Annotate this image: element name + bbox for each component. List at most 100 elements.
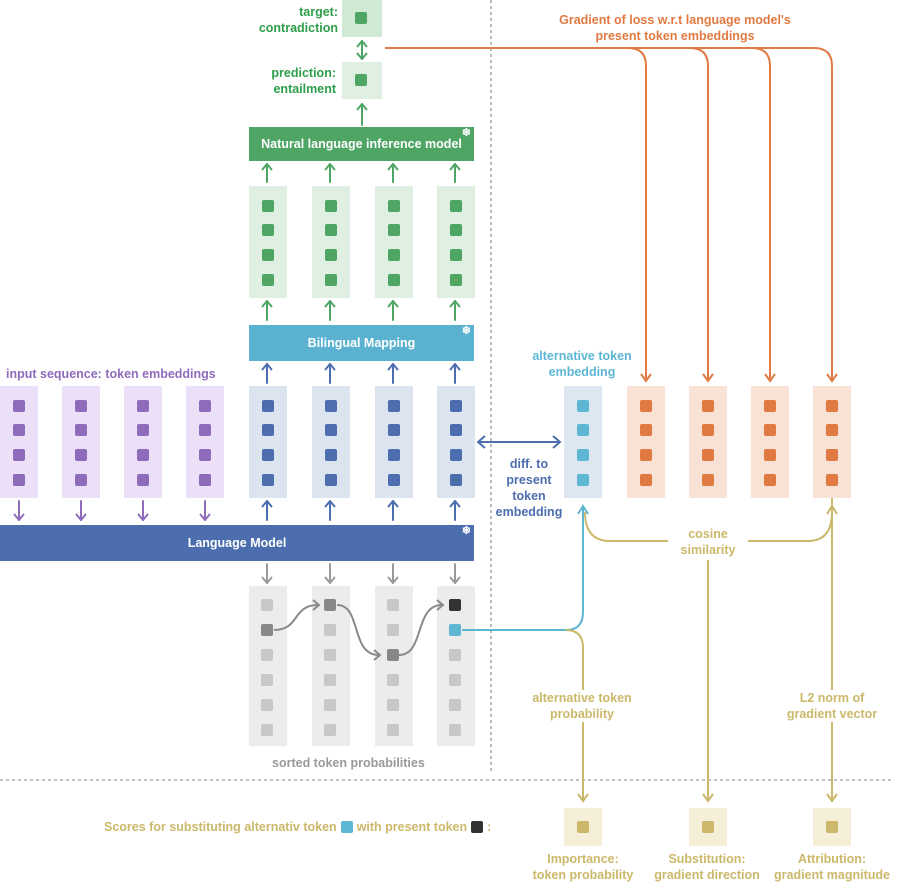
gradient-token [640,474,652,486]
cosine-line-1: cosine [688,527,728,541]
substitution-score-box-token [702,821,714,833]
prediction-token [355,74,367,86]
gradient-line-head [640,373,652,383]
gradient-token [764,449,776,461]
nli-input-column-token [325,274,337,286]
probability-token [324,674,336,686]
nli-to-prediction-arrow-head [356,103,368,111]
gradient-line-head [702,373,714,383]
gradient-line-head [764,373,776,383]
alternative-token-line [462,508,584,631]
probability-token [449,674,461,686]
blue-up-arrow-head [324,500,336,508]
gradient-token [764,474,776,486]
probability-token [387,674,399,686]
diff-line-1: diff. to [509,457,549,471]
probability-token [324,699,336,711]
prediction-label: prediction: entailment [248,65,336,97]
probability-token [449,649,461,661]
bilingual-mapping-box: Bilingual Mapping ❄ [249,325,474,361]
input-sequence-label: input sequence: token embeddings [6,367,216,381]
nli-model-label: Natural language inference model [261,137,462,151]
attribution-score-label: Attribution: gradient magnitude [772,851,892,883]
alternative-embedding-line-2: embedding [548,365,616,379]
input-embedding-column-token [137,474,149,486]
purple-down-arrow-head [199,513,211,521]
language-model-box: Language Model ❄ [0,525,474,561]
prediction-line-2: entailment [273,82,336,96]
probability-token [324,599,336,611]
nli-input-column-token [450,274,462,286]
gradient-title-line-2: present token embeddings [595,29,755,43]
probability-token [261,599,273,611]
beam-path [273,604,319,631]
alternative-embedding-token [577,474,589,486]
probability-token [324,649,336,661]
importance-score-box-token [577,821,589,833]
substitution-line-head [702,793,714,803]
bilingual-mapping-label: Bilingual Mapping [307,336,416,350]
green-up-arrow-head [387,163,399,171]
input-embedding-column-token [13,474,25,486]
nli-input-column-token [450,200,462,212]
probability-column [437,586,475,746]
importance-line-2: token probability [532,868,634,882]
beam-path [336,604,380,656]
cosine-line-2: similarity [680,543,736,557]
scores-caption: Scores for substituting alternativ token… [104,819,491,835]
l2-line-1: L2 norm of [799,691,865,705]
green-up-arrow-head [449,163,461,171]
snowflake-icon: ❄ [461,325,471,337]
alternative-embedding-token [577,449,589,461]
attribution-score-box-token [826,821,838,833]
attribution-line-head [826,793,838,803]
gradient-token [640,400,652,412]
blue-up-arrow-head [387,363,399,371]
gray-down-arrow-head [387,576,399,584]
present-token-swatch [471,821,484,833]
sorted-token-probabilities-label: sorted token probabilities [272,756,425,770]
gray-down-arrow-head [261,576,273,584]
nli-input-column-token [262,249,274,261]
lm-output-column-token [325,400,337,412]
lm-output-column-token [325,474,337,486]
substitution-score-label: Substitution: gradient direction [651,851,763,883]
scores-prefix: Scores for substituting alternativ token [104,820,337,834]
blue-up-arrow-head [387,500,399,508]
gradient-token [702,400,714,412]
nli-input-column-token [262,224,274,236]
nli-input-column-token [325,200,337,212]
blue-up-arrow-head [449,500,461,508]
lm-output-column-token [325,449,337,461]
probability-token [387,624,399,636]
lm-output-column-token [388,424,400,436]
substitution-line-1: Substitution: [668,852,746,866]
probability-token [449,624,461,636]
input-embedding-column-token [137,424,149,436]
probability-token [324,724,336,736]
nli-input-column-token [262,200,274,212]
nli-input-column-token [450,249,462,261]
nli-input-column-token [388,224,400,236]
snowflake-icon: ❄ [461,127,471,139]
alternative-embedding-label: alternative token embedding [522,348,642,380]
gradient-token [640,424,652,436]
gradient-token [764,424,776,436]
alternative-embedding-token [577,400,589,412]
input-embedding-column-token [137,400,149,412]
gradient-token [826,474,838,486]
probability-column [375,586,413,746]
green-up-arrow-head [387,300,399,308]
diff-line-3: token [512,489,546,503]
gray-down-arrow-head [324,576,336,584]
target-arrow-up-head [356,40,368,48]
target-label: target: contradiction [248,4,338,36]
lm-output-column-token [325,424,337,436]
lm-output-column-token [450,449,462,461]
beam-path [398,604,443,656]
green-up-arrow-head [324,300,336,308]
lm-output-column-token [262,424,274,436]
lm-output-column-token [262,474,274,486]
input-embedding-column-token [199,449,211,461]
